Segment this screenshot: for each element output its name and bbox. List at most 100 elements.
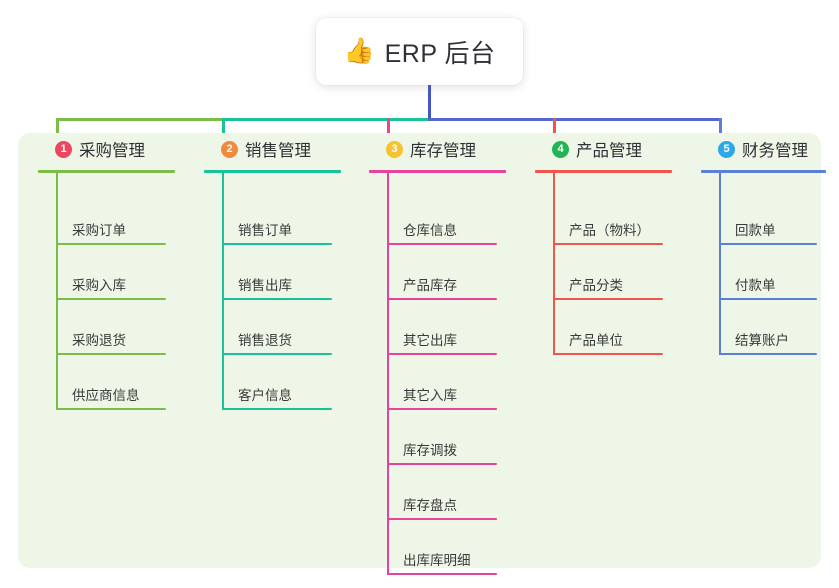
branch-column-4: 4 产品管理产品（物料） 产品分类产品单位 [535,133,685,359]
branch-item-underline [222,408,332,410]
branch-underline [535,170,672,173]
branch-item[interactable]: 库存调拨 [387,439,497,465]
branch-header-2[interactable]: 2 销售管理 [204,133,354,165]
branch-item[interactable]: 销售出库 [222,274,332,300]
branch-item-underline [387,518,497,520]
branch-item-underline [387,298,497,300]
branch-item-label: 产品（物料） [569,223,650,238]
branch-spine [719,173,721,355]
branch-item-label: 出库库明细 [403,553,471,568]
branch-title: 销售管理 [245,142,311,160]
branch-number-badge: 4 [552,140,569,158]
branch-item[interactable]: 采购入库 [56,274,166,300]
branch-underline [701,170,826,173]
branch-title: 财务管理 [742,142,808,160]
connector-bus-segment-3 [428,118,722,121]
branch-header-5[interactable]: 5 财务管理 [701,133,839,165]
branch-item[interactable]: 采购退货 [56,329,166,355]
branch-item[interactable]: 供应商信息 [56,384,166,410]
branch-items: 销售订单销售出库销售退货客户信息 [204,173,354,414]
branch-item-label: 客户信息 [238,388,292,403]
branch-item[interactable]: 产品库存 [387,274,497,300]
branch-item-underline [387,243,497,245]
branch-item-underline [553,353,663,355]
branch-item-label: 其它入库 [403,388,457,403]
branch-underline [38,170,175,173]
branch-title: 库存管理 [410,142,476,160]
branch-item[interactable]: 采购订单 [56,219,166,245]
branch-items: 产品（物料） 产品分类产品单位 [535,173,685,359]
branch-item[interactable]: 产品单位 [553,329,663,355]
branch-item-label: 采购订单 [72,223,126,238]
branch-item[interactable]: 其它入库 [387,384,497,410]
branch-item-underline [222,353,332,355]
branch-item-label: 其它出库 [403,333,457,348]
branch-item-label: 销售退货 [238,333,292,348]
branch-item-underline [387,408,497,410]
branch-item[interactable]: 回款单 [719,219,817,245]
root-node-title: ERP 后台 [384,39,496,68]
branch-number-badge: 1 [55,140,72,158]
branch-item[interactable]: 付款单 [719,274,817,300]
branch-items: 回款单付款单结算账户 [701,173,839,359]
branch-item-underline [553,298,663,300]
branch-column-1: 1 采购管理采购订单采购入库采购退货供应商信息 [38,133,188,414]
branch-number-badge: 3 [386,140,403,158]
branch-item-underline [56,353,166,355]
branch-item-label: 采购入库 [72,278,126,293]
branch-item-underline [56,243,166,245]
branch-spine [222,173,224,410]
branch-item-label: 产品单位 [569,333,623,348]
branch-item-label: 回款单 [735,223,776,238]
branch-header-3[interactable]: 3 库存管理 [369,133,519,165]
branch-underline [369,170,506,173]
branch-items: 采购订单采购入库采购退货供应商信息 [38,173,188,414]
branch-item-label: 销售订单 [238,223,292,238]
branch-items: 仓库信息产品库存其它出库其它入库库存调拨库存盘点出库库明细 [369,173,519,579]
branch-item-label: 产品库存 [403,278,457,293]
thumbs-up-icon: 👍 [343,37,375,65]
connector-root-trunk [428,85,431,121]
branch-item-label: 结算账户 [735,333,789,348]
branch-item-underline [387,573,497,575]
branch-item[interactable]: 其它出库 [387,329,497,355]
branch-title: 采购管理 [79,142,145,160]
branch-item-label: 采购退货 [72,333,126,348]
branch-item[interactable]: 销售退货 [222,329,332,355]
connector-bus-segment-1 [56,118,222,121]
branch-item-label: 产品分类 [569,278,623,293]
branch-item[interactable]: 销售订单 [222,219,332,245]
branch-item-underline [222,298,332,300]
branch-item-underline [719,353,817,355]
branch-item[interactable]: 产品（物料） [553,219,663,245]
branches-panel: 1 采购管理采购订单采购入库采购退货供应商信息 2 销售管理销售订单销售出库销售退货客… [18,133,826,575]
branch-item-underline [56,408,166,410]
branch-item[interactable]: 出库库明细 [387,549,497,575]
branch-spine [56,173,58,410]
branch-item-underline [719,298,817,300]
branch-header-1[interactable]: 1 采购管理 [38,133,188,165]
branch-item-underline [387,353,497,355]
branch-item-label: 库存盘点 [403,498,457,513]
branch-item[interactable]: 产品分类 [553,274,663,300]
branch-item[interactable]: 客户信息 [222,384,332,410]
branch-item-label: 付款单 [735,278,776,293]
branch-header-4[interactable]: 4 产品管理 [535,133,685,165]
branch-item-label: 供应商信息 [72,388,140,403]
branch-item-underline [56,298,166,300]
branch-spine [553,173,555,355]
branch-item[interactable]: 库存盘点 [387,494,497,520]
branch-item[interactable]: 结算账户 [719,329,817,355]
branch-item[interactable]: 仓库信息 [387,219,497,245]
branch-underline [204,170,341,173]
branch-column-5: 5 财务管理回款单付款单结算账户 [701,133,839,359]
branch-item-underline [222,243,332,245]
branch-column-3: 3 库存管理仓库信息产品库存其它出库其它入库库存调拨库存盘点出库库明细 [369,133,519,579]
branch-item-label: 销售出库 [238,278,292,293]
branch-number-badge: 2 [221,140,238,158]
branch-item-underline [387,463,497,465]
branch-spine [387,173,389,575]
root-node[interactable]: 👍 ERP 后台 [316,18,523,85]
branch-title: 产品管理 [576,142,642,160]
branch-number-badge: 5 [718,140,735,158]
